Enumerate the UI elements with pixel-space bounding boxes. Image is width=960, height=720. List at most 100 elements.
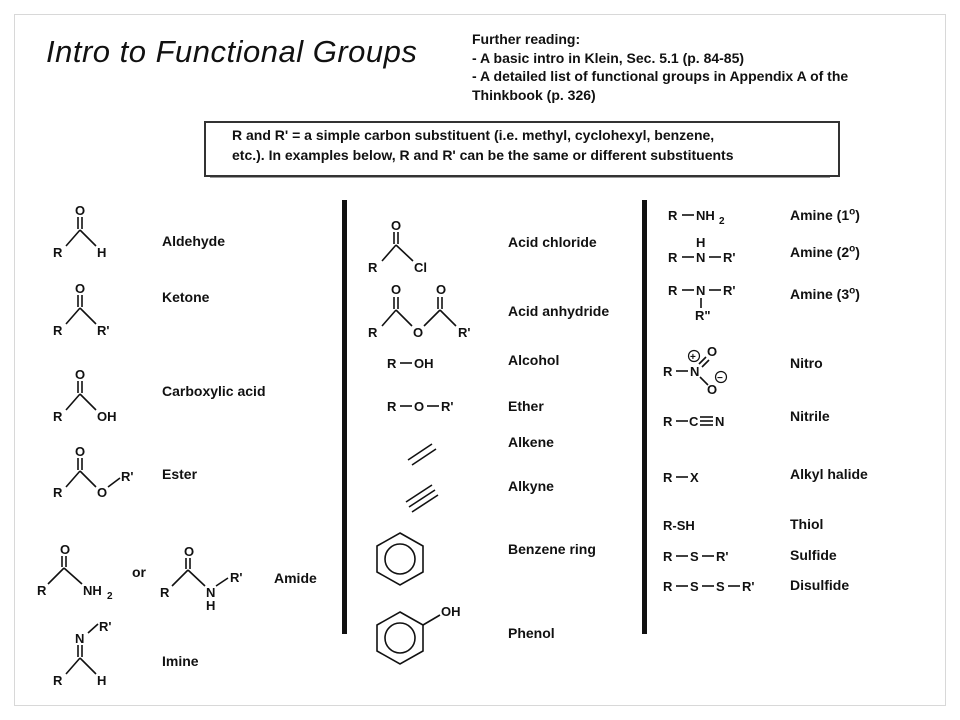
atom-o: O [97,485,107,500]
atom-o: O [184,544,194,559]
atom-r: R [663,470,673,485]
atom-r: R [53,245,63,260]
page-title: Intro to Functional Groups [46,34,418,69]
atom-o: O [707,382,717,397]
note-line: R and R' = a simple carbon substituent (… [232,127,715,143]
atom-r: R [37,583,47,598]
label-amine-tertiary: Amine (3o) [790,285,860,302]
charge-minus: − [717,373,723,384]
atom-r: R [368,260,378,275]
atom-x: X [690,470,699,485]
ether-structure: R O R' [387,399,453,414]
label-sulfide: Sulfide [790,547,837,563]
atom-r: R [668,250,678,265]
amine-secondary-structure: H R N R' [668,235,735,265]
atom-oh: OH [441,604,461,619]
atom-r-prime: R' [99,619,111,634]
label-acid-chloride: Acid chloride [508,234,597,250]
atom-r: R [663,364,673,379]
reading-line: Further reading: [472,31,581,47]
label-carboxylic-acid: Carboxylic acid [162,383,266,399]
atom-r: R [53,323,63,338]
nitro-structure: R N O O + − [663,344,728,397]
amine-tertiary-structure: R N R' R" [668,283,735,323]
atom-r-prime: R' [230,570,242,585]
atom-sub2: 2 [719,216,725,227]
atom-o: O [60,542,70,557]
atom-s: S [690,579,699,594]
atom-r-prime: R' [742,579,754,594]
label-nitrile: Nitrile [790,408,830,424]
amide-or: or [132,564,146,580]
atom-o: O [391,282,401,297]
atom-n: N [690,364,699,379]
ketone-structure: O R R' [53,281,109,338]
amine-1-text: Amine (1o) [790,206,860,223]
atom-r-prime: R' [723,283,735,298]
atom-r-prime: R' [723,250,735,265]
column-divider-1 [342,200,347,634]
thiol-structure: R-SH [663,518,695,533]
reading-line: - A detailed list of functional groups i… [472,68,849,84]
atom-cl: Cl [414,260,427,275]
atom-nh: NH [83,583,102,598]
label-alkyne: Alkyne [508,478,554,494]
label-alcohol: Alcohol [508,352,560,368]
atom-oh: OH [97,409,117,424]
atom-o: O [707,344,717,359]
further-reading: Further reading: - A basic intro in Klei… [472,30,848,104]
label-thiol: Thiol [790,516,824,532]
label-alkene: Alkene [508,434,554,450]
column-divider-2 [642,200,647,634]
amide-structure-2: O R N H R' [160,544,242,613]
acid-anhydride-structure: O O R O R' [368,282,470,340]
label-amine-primary: Amine (1o) [790,206,860,223]
atom-h: H [97,673,106,688]
atom-r-prime: R' [97,323,109,338]
atom-r: R [160,585,170,600]
label-benzene-ring: Benzene ring [508,541,596,557]
atom-o: O [413,325,423,340]
disulfide-structure: R S S R' [663,579,754,594]
atom-n: N [715,414,724,429]
atom-s: S [690,549,699,564]
reading-line: Thinkbook (p. 326) [472,86,596,103]
atom-r: R [663,579,673,594]
atom-r-prime: R' [458,325,470,340]
label-disulfide: Disulfide [790,577,850,593]
atom-r: R [387,399,397,414]
atom-o: O [436,282,446,297]
atom-r: R [668,283,678,298]
amide-structure-1: O R NH 2 [37,542,113,602]
note-box: R and R' = a simple carbon substituent (… [204,121,840,177]
label-acid-anhydride: Acid anhydride [508,303,610,319]
atom-h: H [206,598,215,613]
carboxylic-acid-structure: O R OH [53,367,117,424]
aldehyde-structure: O R H [53,203,106,260]
reading-line: - A basic intro in Klein, Sec. 5.1 (p. 8… [472,49,745,66]
benzene-structure [376,532,424,586]
imine-structure: N R' R H [53,619,111,688]
atom-sub2: 2 [107,591,113,602]
label-ester: Ester [162,466,198,482]
atom-r: R [668,208,678,223]
nitrile-structure: R C N [663,414,724,429]
label-alkyl-halide: Alkyl halide [790,466,868,482]
atom-n: N [696,283,705,298]
label-phenol: Phenol [508,625,555,641]
alcohol-structure: R OH [387,356,434,371]
amine-2-text: Amine (2o) [790,243,860,260]
amine-primary-structure: R NH 2 [668,208,725,227]
atom-r-prime: R' [441,399,453,414]
label-aldehyde: Aldehyde [162,233,226,249]
atom-h: H [696,235,705,250]
amine-3-text: Amine (3o) [790,285,860,302]
atom-r: R [663,414,673,429]
label-nitro: Nitro [790,355,823,371]
atom-r: R [387,356,397,371]
atom-s: S [716,579,725,594]
charge-plus: + [690,352,696,363]
atom-n: N [696,250,705,265]
alkyl-halide-structure: R X [663,470,699,485]
